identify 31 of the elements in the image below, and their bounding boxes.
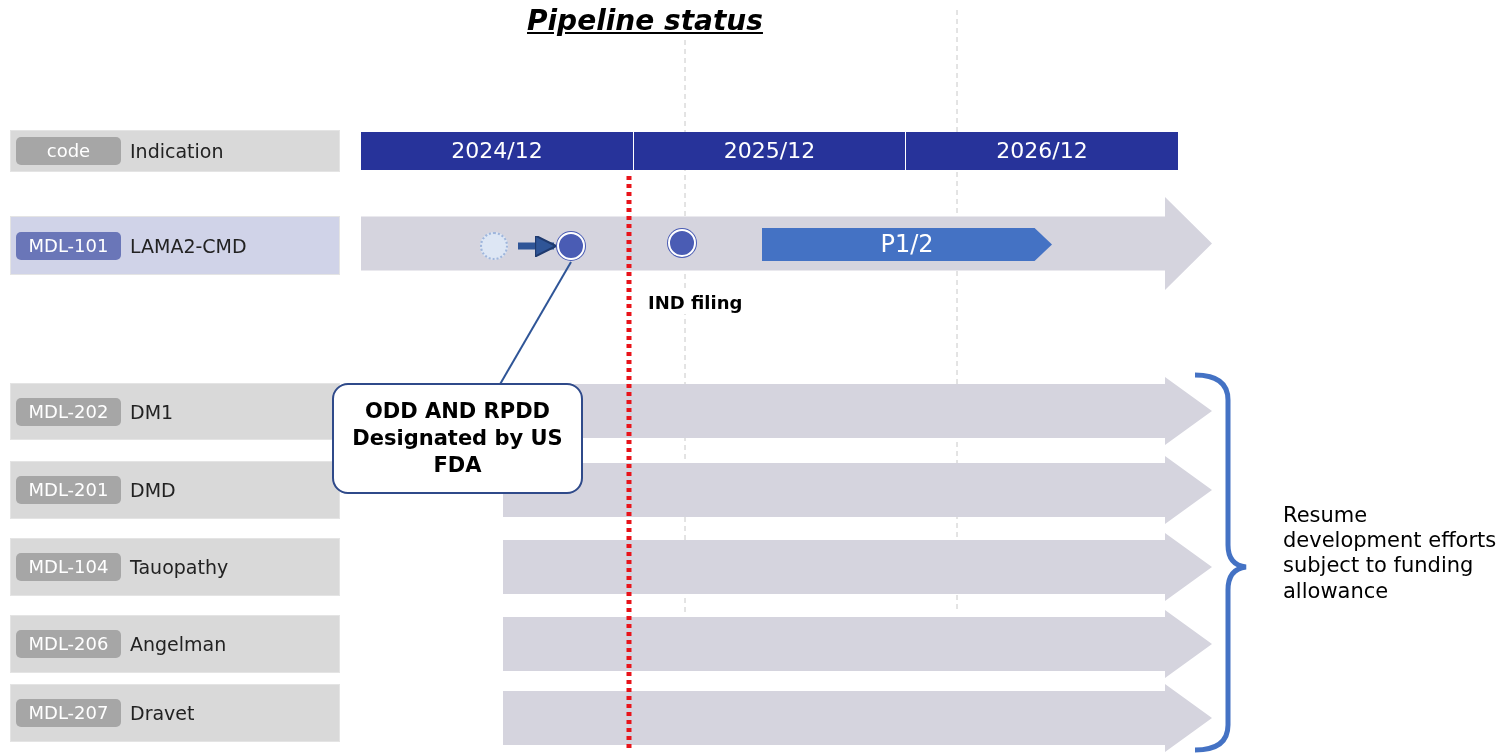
indication-text: DMD — [130, 479, 176, 501]
code-badge: code — [16, 137, 121, 165]
note-text: Resume development efforts subject to funding allowance — [1283, 503, 1498, 604]
indication-row — [10, 615, 340, 673]
title: Pipeline status — [527, 4, 763, 37]
year-header: 2024/12 — [361, 132, 633, 170]
code-badge: MDL-104 — [16, 553, 121, 581]
milestone-circle — [668, 229, 696, 257]
indication-text: Angelman — [130, 633, 227, 655]
code-badge: MDL-207 — [16, 699, 121, 727]
indication-text: Indication — [130, 140, 224, 162]
year-header: 2026/12 — [906, 132, 1178, 170]
indication-text: DM1 — [130, 400, 174, 423]
milestone-circle — [557, 232, 585, 260]
indication-row — [10, 130, 340, 172]
indication-row — [10, 383, 340, 440]
code-badge: MDL-202 — [16, 397, 121, 426]
callout-box: ODD AND RPDD Designated by US FDA — [332, 383, 583, 494]
code-badge: MDL-206 — [16, 630, 121, 658]
year-header: 2025/12 — [634, 132, 905, 170]
indication-text: Dravet — [130, 702, 195, 724]
indication-text: Tauopathy — [130, 556, 229, 578]
indication-row — [10, 538, 340, 596]
indication-row — [10, 684, 340, 742]
planned-milestone-circle — [480, 232, 508, 260]
indication-text: LAMA2-CMD — [130, 234, 247, 257]
code-badge: MDL-101 — [16, 231, 121, 260]
milestone-label: IND filing — [648, 292, 743, 314]
code-badge: MDL-201 — [16, 476, 121, 504]
indication-row — [10, 216, 340, 275]
indication-row — [10, 461, 340, 519]
